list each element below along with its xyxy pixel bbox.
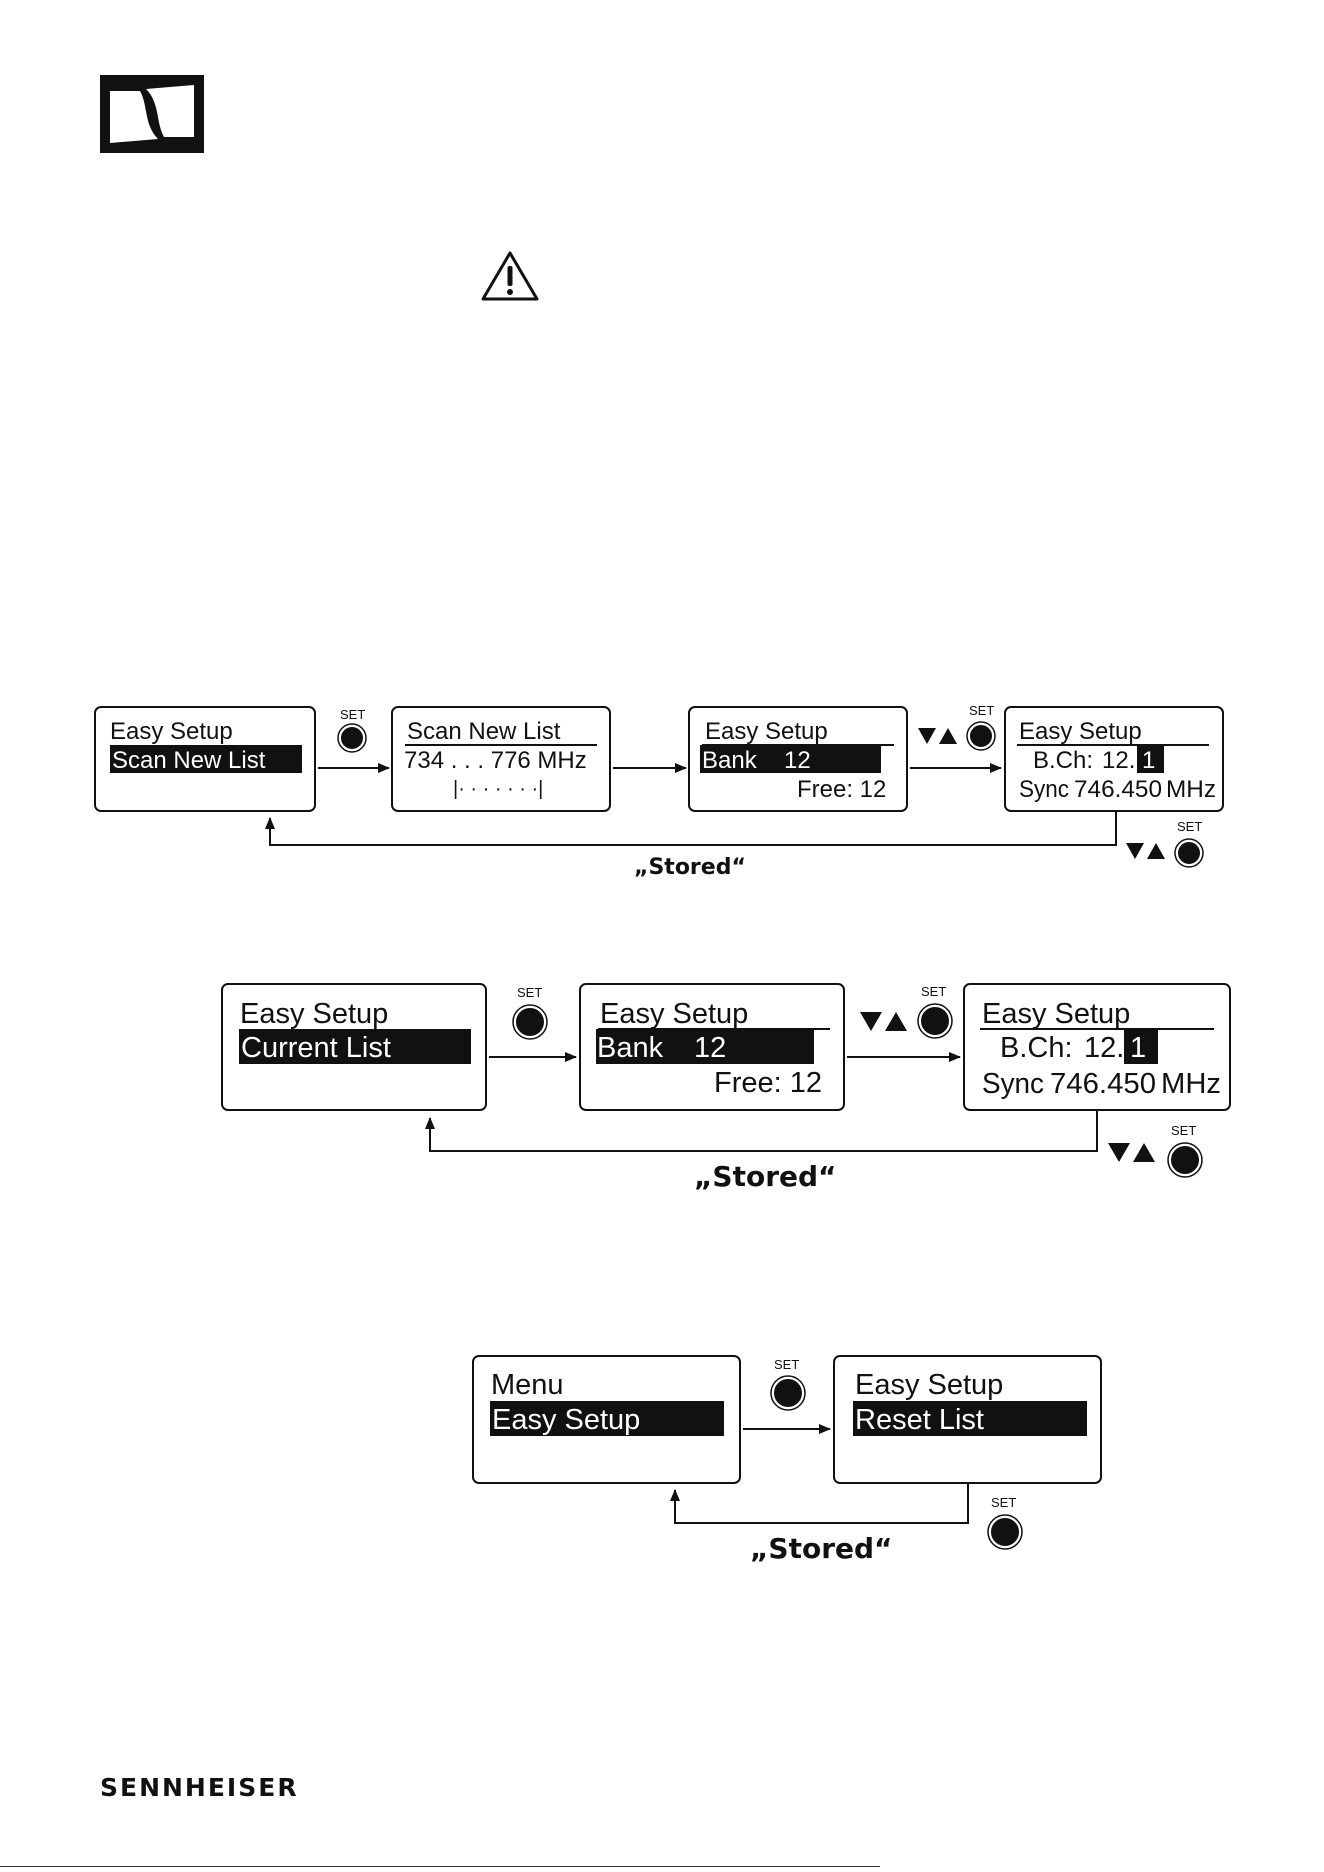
set-button-icon: SET	[770, 1357, 806, 1411]
set-label: SET	[774, 1357, 799, 1372]
lcd-line-sync-freq: 746.450	[1074, 776, 1162, 803]
stored-label: „Stored“	[694, 1160, 836, 1193]
set-button-icon: SET	[1174, 819, 1204, 868]
lcd-line-bank-number: 12	[694, 1032, 726, 1064]
lcd-reset-list: Easy Setup Reset List	[833, 1355, 1102, 1484]
lcd-line-title: Easy Setup	[1019, 718, 1142, 745]
lcd-line-title: Easy Setup	[855, 1369, 1003, 1401]
lcd-line-bch: B.Ch:	[1033, 747, 1093, 774]
return-arrow	[670, 1483, 969, 1524]
lcd-line-bank: Bank	[597, 1032, 664, 1064]
set-label: SET	[517, 985, 542, 1000]
lcd-line-bch: B.Ch:	[1000, 1032, 1073, 1064]
lcd-line-title: Menu	[491, 1369, 564, 1401]
lcd-line-sync-unit: MHz	[1161, 1068, 1221, 1100]
lcd-line-title: Easy Setup	[240, 998, 388, 1030]
lcd-line-sync: Sync	[1019, 776, 1069, 803]
up-down-arrows-icon	[1108, 1143, 1155, 1162]
warning-triangle-icon	[481, 251, 539, 301]
return-arrow	[265, 811, 1117, 846]
set-label: SET	[921, 984, 946, 999]
set-label: SET	[1177, 819, 1202, 834]
lcd-line-bch-bank: 12.	[1102, 747, 1135, 774]
lcd-line-sync-freq: 746.450	[1050, 1068, 1156, 1100]
sennheiser-logo-icon	[100, 75, 204, 153]
lcd-line-title: Easy Setup	[600, 998, 748, 1030]
lcd-easy-setup-current: Easy Setup Current List	[221, 983, 487, 1111]
stored-label: „Stored“	[634, 855, 746, 880]
lcd-menu-easy-setup: Menu Easy Setup	[472, 1355, 741, 1484]
set-button-icon: SET	[987, 1495, 1023, 1550]
lcd-line-title: Easy Setup	[982, 998, 1130, 1030]
scan-new-list-flow: Easy Setup Scan New List SET Scan New Li…	[94, 703, 1224, 880]
lcd-bank-select: Easy Setup Bank 12 Free: 12	[579, 983, 845, 1111]
set-label: SET	[1171, 1123, 1196, 1138]
sennheiser-wordmark: SENNHEISER	[100, 1773, 299, 1802]
lcd-line-selected: Scan New List	[112, 747, 266, 774]
up-down-arrows-icon	[860, 1012, 907, 1031]
lcd-line-bank: Bank	[702, 747, 758, 774]
lcd-scanning: Scan New List 734 . . . 776 MHz |· · · ·…	[391, 706, 611, 812]
lcd-easy-setup-scan: Easy Setup Scan New List	[94, 706, 316, 812]
lcd-line-selected: Reset List	[855, 1404, 984, 1436]
lcd-line-title: Scan New List	[407, 718, 561, 745]
lcd-line-selected: Easy Setup	[492, 1404, 640, 1436]
reset-list-flow: Menu Easy Setup SET Easy Setup Reset Lis…	[472, 1355, 1102, 1565]
set-label: SET	[340, 707, 365, 722]
lcd-line-selected: Current List	[241, 1032, 391, 1064]
lcd-line-progress: |· · · · · · ·|	[453, 778, 543, 800]
lcd-line-title: Easy Setup	[705, 718, 828, 745]
set-button-icon: SET	[966, 703, 996, 751]
stored-label: „Stored“	[750, 1532, 892, 1565]
up-down-arrows-icon	[918, 728, 957, 744]
lcd-line-free: Free: 12	[714, 1067, 822, 1099]
set-button-icon: SET	[512, 985, 548, 1040]
lcd-line-bch-channel: 1	[1142, 747, 1155, 774]
lcd-channel-sync: Easy Setup B.Ch: 12. 1 Sync 746.450 MHz	[1004, 706, 1224, 812]
lcd-line-bch-channel: 1	[1130, 1032, 1146, 1064]
lcd-line-range: 734 . . . 776 MHz	[404, 747, 587, 774]
set-button-icon: SET	[1167, 1123, 1203, 1178]
lcd-line-sync-unit: MHz	[1166, 776, 1216, 803]
current-list-flow: Easy Setup Current List SET Easy Setup B…	[221, 983, 1231, 1193]
set-button-icon: SET	[917, 984, 953, 1039]
lcd-line-bch-bank: 12.	[1084, 1032, 1124, 1064]
lcd-bank-select: Easy Setup Bank 12 Free: 12	[688, 706, 908, 812]
lcd-line-title: Easy Setup	[110, 718, 233, 745]
set-label: SET	[991, 1495, 1016, 1510]
return-arrow	[425, 1110, 1098, 1152]
set-label: SET	[969, 703, 994, 718]
footer-divider	[0, 1866, 880, 1867]
up-down-arrows-icon	[1126, 843, 1165, 859]
set-button-icon: SET	[337, 707, 367, 753]
lcd-line-bank-number: 12	[784, 747, 811, 774]
lcd-channel-sync: Easy Setup B.Ch: 12. 1 Sync 746.450 MHz	[963, 983, 1231, 1111]
lcd-line-sync: Sync	[982, 1068, 1044, 1100]
lcd-line-free: Free: 12	[797, 776, 886, 803]
